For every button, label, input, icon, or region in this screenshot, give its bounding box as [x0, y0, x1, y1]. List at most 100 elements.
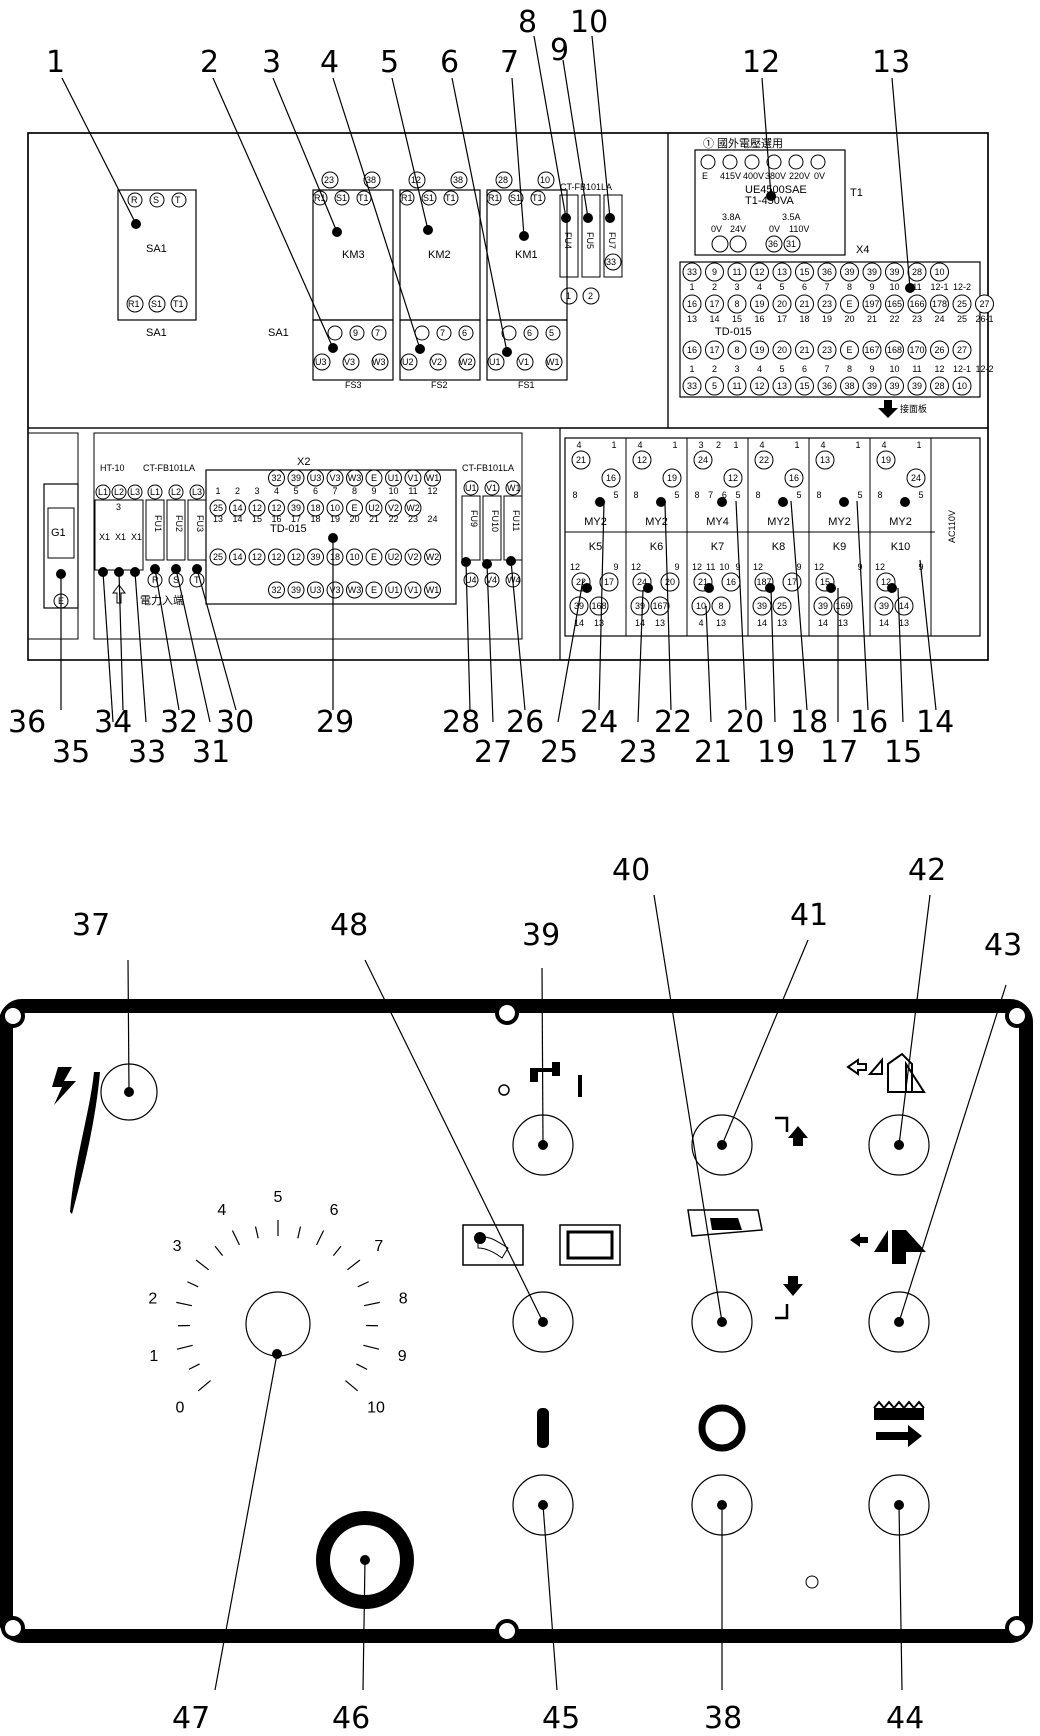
control-panel — [0, 999, 1033, 1643]
svg-text:39: 39 — [757, 601, 767, 611]
x2-terminal: U1 — [385, 469, 402, 487]
x4-terminal-number: 11 — [912, 364, 921, 374]
svg-text:110V: 110V — [789, 224, 809, 234]
callout-25: 25 — [540, 735, 578, 770]
x2-terminal-number: 14 — [232, 514, 242, 524]
relay-pin-number: 5 — [796, 490, 801, 500]
svg-text:27: 27 — [979, 299, 989, 309]
svg-text:39: 39 — [844, 267, 854, 277]
x2-terminal: 12 — [268, 499, 285, 517]
x4-terminal-number: 6 — [802, 282, 807, 292]
svg-text:V2: V2 — [388, 503, 399, 513]
x4-terminal: 10 — [930, 262, 949, 282]
svg-text:25: 25 — [213, 552, 223, 562]
dial-tick-label: 10 — [367, 1399, 385, 1416]
x4-terminal: 27 — [952, 340, 972, 360]
coolant-switch[interactable] — [498, 1062, 582, 1176]
x2-terminal-number: 20 — [349, 514, 359, 524]
x4-terminal: 15 — [795, 376, 814, 396]
saw-head-up-button[interactable] — [691, 1114, 808, 1176]
dial-tick-label: 5 — [274, 1189, 283, 1206]
svg-text:FU1: FU1 — [153, 515, 163, 532]
relay-pin-number: 13 — [716, 618, 726, 628]
x4-terminal: E — [840, 294, 859, 314]
vise-open-icon — [846, 1052, 926, 1093]
x2-terminal: 32 — [268, 581, 285, 599]
svg-text:16: 16 — [687, 345, 697, 355]
svg-text:R1: R1 — [128, 299, 140, 309]
svg-text:24V: 24V — [730, 224, 746, 234]
vise-open-button[interactable] — [846, 1052, 930, 1176]
svg-text:19: 19 — [754, 345, 764, 355]
svg-text:168: 168 — [887, 345, 902, 355]
callout-22: 22 — [654, 705, 692, 740]
svg-text:E: E — [371, 585, 377, 595]
relay-pin-number: 4 — [759, 440, 764, 450]
callout-9: 9 — [550, 33, 569, 68]
svg-text:TD-015: TD-015 — [270, 523, 307, 535]
x2-terminal: 12 — [248, 548, 266, 566]
svg-text:12: 12 — [291, 552, 301, 562]
x2-terminal-number: 22 — [388, 514, 398, 524]
svg-text:FU7: FU7 — [607, 232, 617, 249]
x2-terminal: 12 — [287, 548, 305, 566]
relay-pin-number: 10 — [719, 562, 729, 572]
saw-head-down-button[interactable] — [691, 1276, 803, 1353]
relay-pin-number: 4 — [881, 440, 886, 450]
svg-text:W3: W3 — [348, 473, 362, 483]
x2-terminal: 39 — [307, 548, 324, 566]
x2-terminal-number: 2 — [235, 486, 240, 496]
svg-text:18: 18 — [310, 503, 320, 513]
svg-text:U1: U1 — [388, 585, 400, 595]
svg-text:16: 16 — [789, 473, 799, 483]
svg-text:U2: U2 — [388, 552, 400, 562]
svg-text:33: 33 — [687, 267, 697, 277]
svg-text:L1: L1 — [98, 487, 108, 497]
feed-button[interactable] — [868, 1400, 930, 1536]
callout-32: 32 — [160, 705, 198, 740]
relay-pin-number: 13 — [655, 618, 665, 628]
x2-terminal: E — [346, 499, 363, 517]
x4-terminal-number: 1 — [689, 282, 694, 292]
x4-terminal-number: 11 — [912, 282, 921, 292]
callout-numbers: 1 2 3 4 5 6 7 8 9 10 12 13 14 15 16 17 1… — [8, 5, 1022, 1736]
svg-text:12: 12 — [637, 455, 647, 465]
x2-terminal: W3 — [346, 469, 363, 487]
manual-mode-button[interactable] — [462, 1224, 621, 1353]
x4-terminal: 12 — [750, 262, 769, 282]
svg-text:接面板: 接面板 — [900, 403, 927, 414]
x2-terminal: V2 — [404, 548, 422, 566]
relay-pin-number: 12 — [753, 562, 763, 572]
x2-terminal: 32 — [268, 469, 285, 487]
svg-text:X1: X1 — [131, 532, 142, 542]
x2-terminal: 39 — [287, 469, 305, 487]
svg-text:S: S — [173, 575, 179, 585]
x4-terminal-number: 15 — [732, 314, 742, 324]
svg-text:12: 12 — [271, 552, 281, 562]
relay-terminal: 21 — [571, 450, 591, 470]
svg-text:10: 10 — [349, 552, 359, 562]
callout-43: 43 — [984, 928, 1022, 963]
relay-pin-number: 1 — [794, 440, 799, 450]
vise-close-button[interactable] — [850, 1230, 930, 1353]
svg-text:25: 25 — [957, 299, 967, 309]
x4-terminal: 168 — [885, 340, 904, 360]
dial-tick-label: 7 — [374, 1238, 383, 1255]
start-button[interactable] — [512, 1408, 574, 1536]
relay-terminal: 168 — [589, 596, 609, 616]
svg-text:21: 21 — [576, 455, 586, 465]
svg-text:33: 33 — [687, 381, 697, 391]
contactor-km2: 12 38 R1 S1 T1 KM2 7 6 U2 V2 W2 FS2 — [399, 171, 481, 390]
relay-terminal: 17 — [782, 572, 802, 592]
svg-text:V1: V1 — [518, 357, 529, 367]
dial-tick — [254, 1226, 259, 1239]
svg-text:39: 39 — [867, 267, 877, 277]
x2-terminal-number: 10 — [388, 486, 398, 496]
svg-text:UE4500SAE: UE4500SAE — [745, 184, 807, 196]
x2-terminal-number: 19 — [330, 514, 340, 524]
relay-terminal: 19 — [662, 468, 682, 488]
svg-text:W2: W2 — [459, 357, 473, 367]
x2-terminal: V1 — [404, 469, 422, 487]
